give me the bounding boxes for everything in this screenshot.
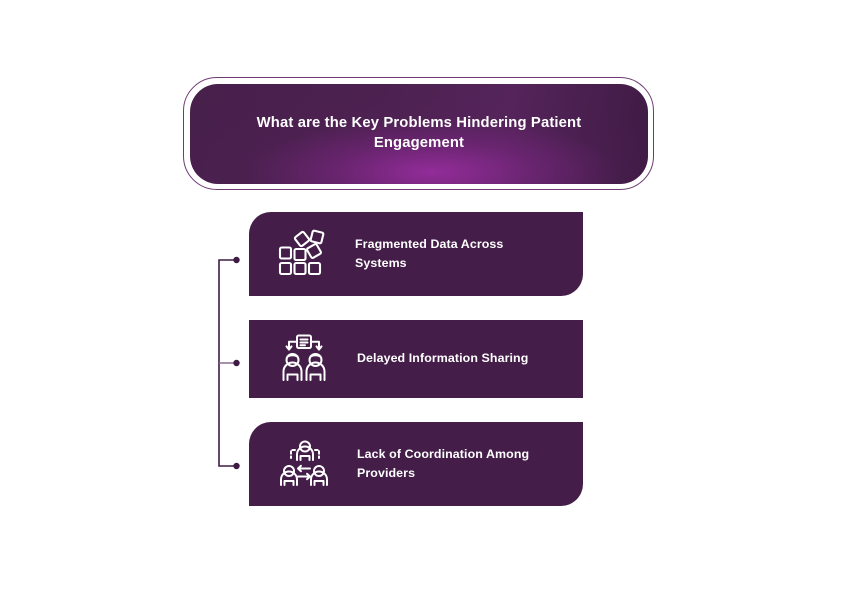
three-people-arrows-icon (273, 438, 335, 490)
page-title: What are the Key Problems Hindering Pati… (256, 115, 582, 151)
problem-card-2[interactable]: Delayed Information Sharing (249, 320, 583, 398)
problem-card-1[interactable]: Fragmented Data Across Systems (249, 212, 583, 296)
connector-dot-3 (233, 462, 240, 470)
problem-card-1-label: Fragmented Data Across Systems (355, 236, 504, 270)
connector-bracket (218, 256, 240, 470)
header-outer-ring (183, 77, 654, 190)
header-panel: What are the Key Problems Hindering Pati… (190, 84, 648, 184)
connector-dot-2 (233, 359, 240, 367)
problem-card-3-label: Lack of Coordination Among Providers (357, 446, 530, 480)
scattered-squares-icon (271, 228, 333, 280)
two-people-document-icon (273, 333, 335, 385)
problem-card-2-label: Delayed Information Sharing (357, 351, 529, 366)
connector-dot-1 (233, 256, 240, 264)
header-banner: What are the Key Problems Hindering Pati… (183, 77, 656, 192)
problem-card-3[interactable]: Lack of Coordination Among Providers (249, 422, 583, 506)
